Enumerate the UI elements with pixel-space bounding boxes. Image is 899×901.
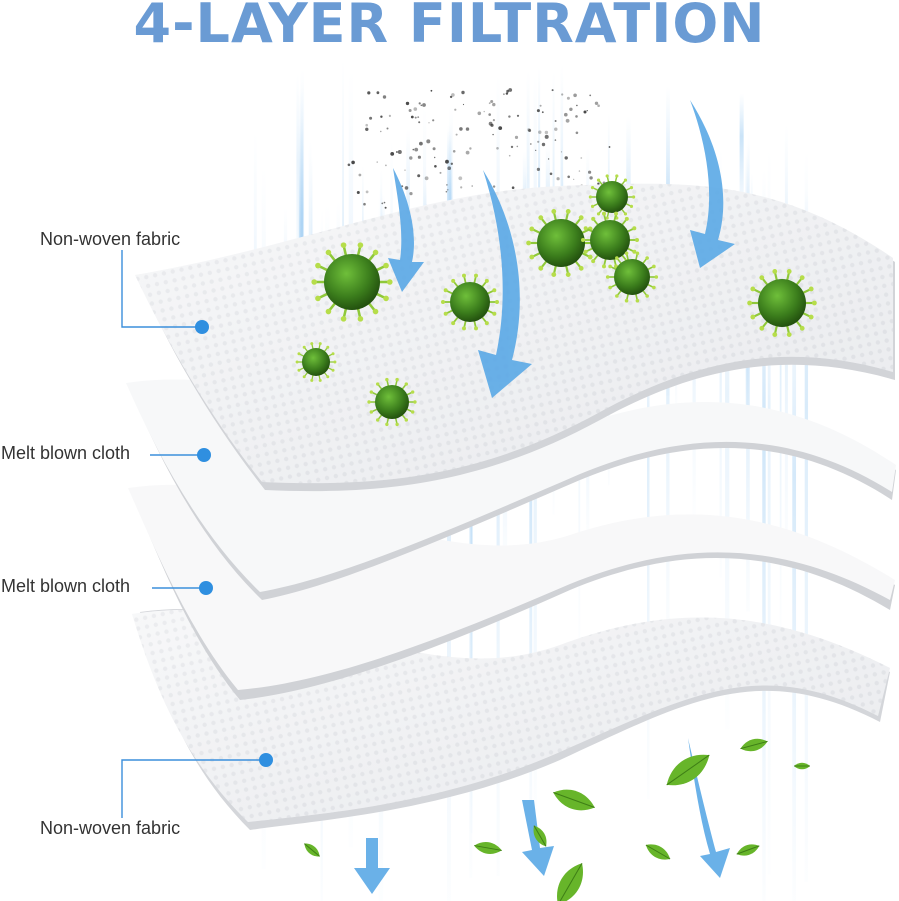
label-leaders [121, 250, 265, 818]
layer-label-2: Melt blown cloth [1, 443, 131, 463]
leaf-icon [474, 842, 502, 854]
leader-dot-4 [259, 753, 273, 767]
leaf-icon [304, 843, 320, 857]
leaf-icon [736, 844, 760, 856]
airflow-streak [725, 210, 730, 730]
leaf-icon [553, 789, 595, 811]
virus-group [295, 174, 817, 427]
virus-icon [526, 209, 596, 277]
layer-label-4: Non-woven fabric [40, 818, 181, 838]
airflow-arrow-icon [478, 170, 532, 398]
airflow-arrow-icon [388, 168, 424, 292]
leaf-group [304, 738, 810, 901]
airflow-streak [804, 151, 808, 882]
leaf-icon [557, 862, 583, 901]
leaf-icon [533, 825, 547, 847]
leader-dot-2 [197, 448, 211, 462]
airflow-arrow-icon [688, 738, 730, 878]
virus-icon [441, 273, 499, 331]
virus-icon [581, 211, 639, 269]
label-dots [195, 320, 273, 767]
leader-dot-1 [195, 320, 209, 334]
leaf-icon [645, 844, 671, 860]
airflow-arrow-icon [354, 838, 390, 894]
layer-label-1: Non-woven fabric [40, 229, 181, 249]
airflow-streak [792, 245, 797, 901]
virus-icon [588, 174, 636, 220]
layer-label-3: Melt blown cloth [1, 576, 131, 596]
virus-icon [367, 377, 417, 427]
leaf-icon [794, 762, 810, 770]
page-title: 4-LAYER FILTRATION [133, 0, 766, 55]
virus-icon [605, 251, 659, 303]
leader-line-4 [121, 759, 265, 818]
leader-dot-3 [199, 581, 213, 595]
virus-icon [295, 342, 337, 382]
airflow-streak [296, 73, 299, 325]
leaf-icon [740, 738, 768, 752]
leaf-icon [666, 754, 710, 786]
airflow-streak [739, 93, 744, 216]
airflow-streak [767, 149, 771, 875]
leader-line-1 [121, 250, 202, 328]
virus-icon [747, 269, 817, 337]
airflow-streak [529, 241, 533, 836]
virus-icon [311, 242, 393, 322]
airflow-arrow-icon [690, 100, 735, 268]
